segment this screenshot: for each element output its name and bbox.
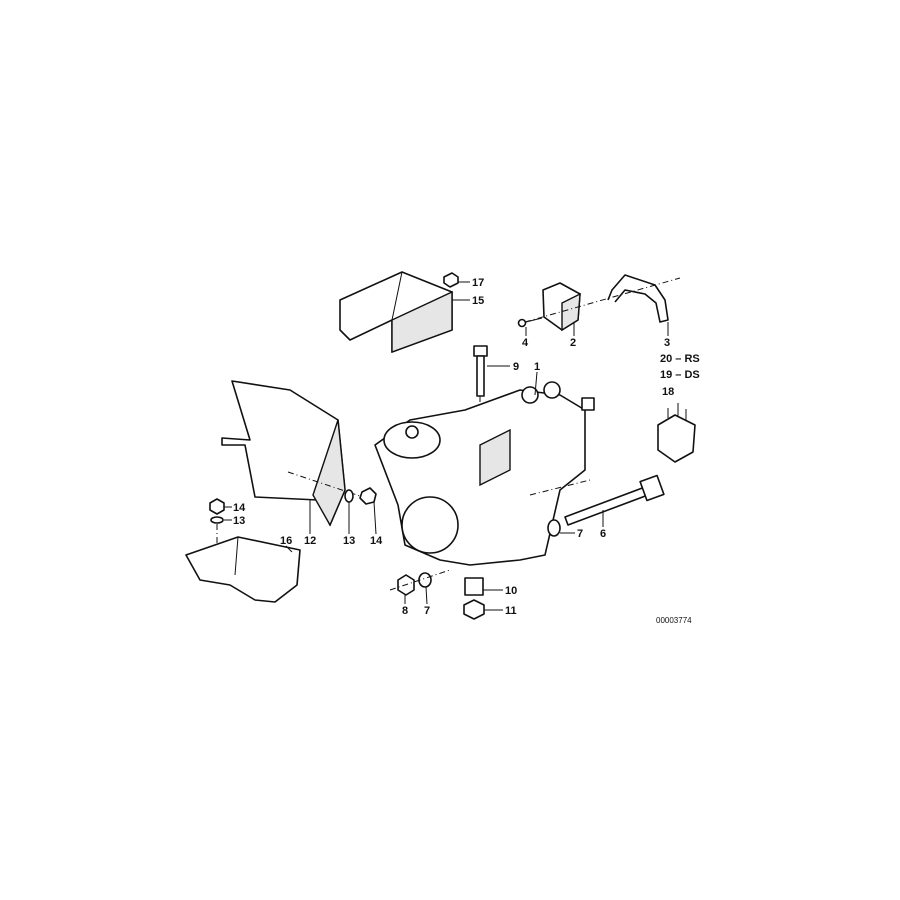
callout-9: 9 — [513, 361, 519, 373]
callout-10: 10 — [505, 585, 517, 597]
part-7-washer — [547, 519, 561, 537]
callout-17: 17 — [472, 277, 484, 289]
callout-14: 14 — [370, 535, 383, 547]
callout-15: 15 — [472, 295, 484, 307]
part-3-bracket — [607, 274, 669, 323]
reference-number: 00003774 — [656, 616, 692, 625]
part-12-shield — [221, 380, 346, 527]
part-17-nut — [443, 272, 459, 288]
part-13-washer-left — [210, 516, 224, 524]
callout-16: 16 — [280, 535, 292, 547]
callout-2: 2 — [570, 337, 576, 349]
part-2-control-module — [542, 282, 581, 332]
part-10-bushing — [464, 577, 484, 596]
callout-7-right: 7 — [577, 528, 583, 540]
part-11-nut — [463, 599, 485, 620]
callout-13-left: 13 — [233, 515, 245, 527]
callout-14-left: 14 — [233, 502, 246, 514]
part-7-washer-lower — [418, 572, 432, 588]
part-15-heat-shield — [339, 271, 453, 354]
part-13-washer — [344, 489, 354, 503]
callout-11: 11 — [505, 605, 517, 617]
part-4-screw — [517, 318, 527, 328]
part-14-nut — [359, 487, 377, 505]
part-14-nut-left — [209, 498, 225, 515]
callout-19-ds: 19 – DS — [660, 369, 700, 381]
callout-3: 3 — [664, 337, 670, 349]
part-6-bolt — [564, 474, 665, 526]
callout-8: 8 — [402, 605, 408, 617]
callout-4: 4 — [522, 337, 529, 349]
callout-1: 1 — [534, 361, 540, 373]
callout-6: 6 — [600, 528, 606, 540]
callout-18: 18 — [662, 386, 674, 398]
part-1-steering-gear — [374, 381, 595, 566]
part-18-relay — [657, 403, 696, 463]
callout-12: 12 — [304, 535, 316, 547]
callout-7-lower: 7 — [424, 605, 430, 617]
part-9-bolt — [473, 345, 488, 420]
callout-20-rs: 20 – RS — [660, 353, 700, 365]
callout-13: 13 — [343, 535, 355, 547]
leader-lines — [224, 281, 669, 611]
part-16-bracket — [185, 536, 301, 603]
